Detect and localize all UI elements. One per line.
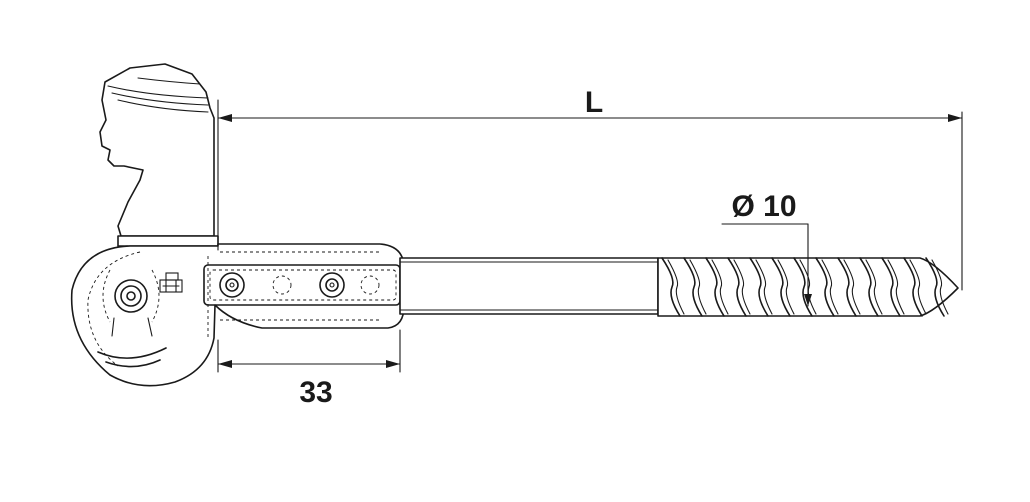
thread-crest <box>727 257 747 317</box>
thread-shadow <box>733 259 751 315</box>
mounting-plate <box>203 264 401 306</box>
thread-shadow <box>667 259 685 315</box>
thread-crest <box>903 257 923 317</box>
thread-crest <box>683 257 703 317</box>
dimension-diameter: Ø 10 <box>721 190 812 307</box>
length-label: L <box>585 86 603 119</box>
thread-shadow <box>887 259 905 315</box>
thread-crest <box>771 257 791 317</box>
thread-shadow <box>909 259 927 315</box>
thread-shadow <box>711 259 729 315</box>
thread-crest <box>859 257 879 317</box>
thread-shadow <box>821 259 839 315</box>
thread-shadow <box>777 259 795 315</box>
dimension-plate: 33 <box>217 329 401 409</box>
thread-shadow <box>799 259 817 315</box>
plate-length-label: 33 <box>299 376 332 409</box>
thread-shadow <box>755 259 773 315</box>
thread-shadow <box>865 259 883 315</box>
screw-shank <box>399 257 659 315</box>
thread-crest <box>705 257 725 317</box>
figure-knob <box>99 63 219 247</box>
thread-crest <box>815 257 835 317</box>
thread-crest <box>925 257 945 317</box>
dimension-length: L <box>217 86 963 291</box>
stamp-mark <box>159 272 183 293</box>
diameter-label: Ø 10 <box>731 190 796 223</box>
eye-pivot <box>114 279 148 313</box>
plate-hole <box>219 272 245 298</box>
thread-shadow <box>931 259 949 315</box>
thread-shadow <box>689 259 707 315</box>
thread-crest <box>881 257 901 317</box>
thread-crest <box>837 257 857 317</box>
thread-crest <box>749 257 769 317</box>
thread-crest <box>661 257 681 317</box>
thread-shadow <box>843 259 861 315</box>
plate-hole <box>319 272 345 298</box>
thread-crest <box>793 257 813 317</box>
